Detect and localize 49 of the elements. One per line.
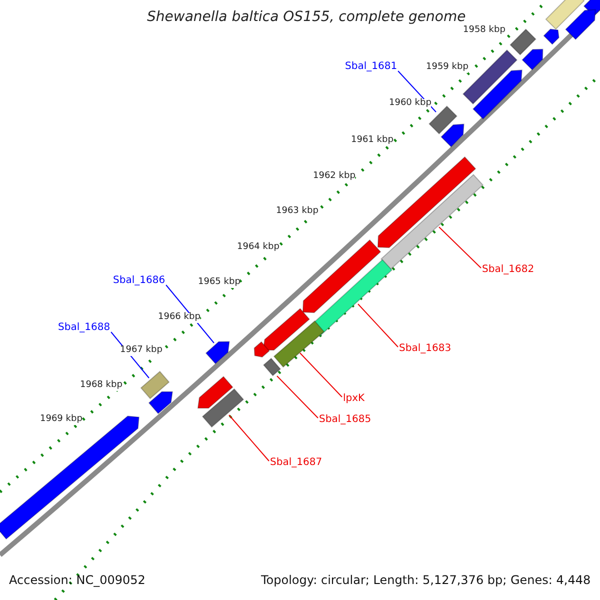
gene-feature [254, 341, 270, 358]
scale-label: 1958 kbp [463, 26, 506, 36]
gene-feature [377, 156, 476, 248]
footer-text: Topology: circular; Length: 5,127,376 bp; Genes: 4,448 [261, 574, 591, 588]
scale-label: 1968 kbp [80, 381, 122, 391]
leader-line [300, 352, 342, 398]
gene-label: Sbal_1687 [270, 457, 322, 468]
gene-feature [0, 416, 140, 540]
gene-feature [440, 124, 464, 148]
leader-line [438, 226, 482, 268]
leader-line [398, 70, 436, 112]
gene-label: Sbal_1682 [482, 264, 534, 275]
gene-bar [380, 174, 484, 270]
scale-label: 1960 kbp [389, 99, 432, 109]
scale-label: 1965 kbp [198, 278, 240, 288]
gene-feature [564, 9, 596, 40]
leader-line [358, 304, 398, 348]
scale-label: 1963 kbp [276, 207, 318, 217]
gene-bar [545, 0, 585, 30]
scale-label: 1962 kbp [313, 172, 356, 182]
gene-label: Sbal_1688 [58, 322, 110, 333]
gene-label: Sbal_1681 [345, 61, 398, 72]
gene-feature [522, 48, 544, 70]
gene-feature [205, 341, 230, 364]
scale-label: 1961 kbp [351, 136, 394, 146]
gene-feature [472, 70, 522, 120]
scale-label: 1959 kbp [426, 63, 468, 73]
leader-line [228, 414, 270, 462]
gene-bar [510, 28, 536, 56]
leader-line [276, 376, 318, 418]
footer-text: Accession: NC_009052 [9, 574, 146, 588]
gene-feature [262, 308, 310, 351]
gene-bar [273, 320, 325, 368]
scale-label: 1967 kbp [120, 346, 162, 356]
gene-feature [197, 376, 234, 409]
scale-label: 1966 kbp [158, 313, 200, 323]
gene-label: Sbal_1683 [399, 343, 452, 354]
gene-bar [428, 106, 458, 134]
gene-label: Sbal_1685 [319, 414, 372, 425]
gene-bar [140, 370, 170, 400]
scale-label: 1964 kbp [237, 243, 280, 253]
title: Shewanella baltica OS155, complete genome [147, 10, 466, 25]
gene-feature [302, 239, 382, 314]
gene-bar [202, 388, 244, 428]
scale-label: 1969 kbp [40, 415, 82, 425]
gene-label: lpxK [343, 393, 365, 404]
gene-label: Sbal_1686 [113, 275, 166, 286]
gene-bar [262, 358, 282, 376]
gene-feature [148, 391, 173, 414]
